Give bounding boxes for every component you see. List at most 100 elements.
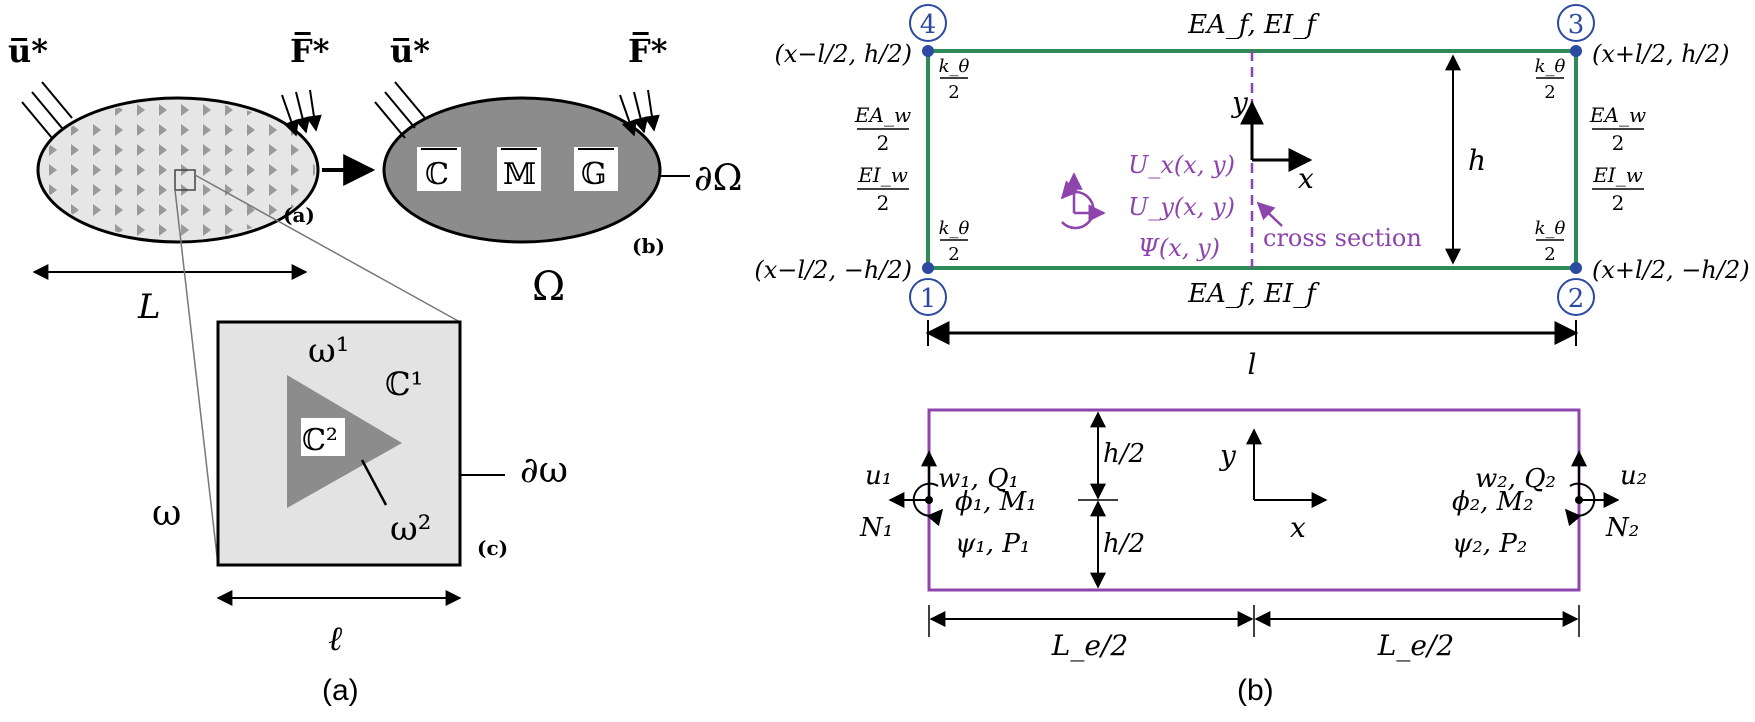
k-theta-num: k_θ xyxy=(939,56,970,77)
EIw-den: 2 xyxy=(877,191,890,215)
displacement-load-left xyxy=(21,81,73,139)
Ux-field: U_x(x, y) xyxy=(1128,151,1235,179)
boundary-Omega-label: ∂Ω xyxy=(694,158,742,199)
label-c-inner: (c) xyxy=(477,536,508,560)
h-half-bottom-label: h/2 xyxy=(1103,529,1145,559)
EAw-num: EA_w xyxy=(854,103,911,127)
omega2-label: ω² xyxy=(390,509,431,549)
panel-b-bottom: w₁, Q₁ u₁ N₁ ϕ₁, M₁ ψ₁, P₁ h/2 h/2 y x w… xyxy=(859,408,1647,662)
Uy-field: U_y(x, y) xyxy=(1128,193,1235,221)
psi1-P1-label: ψ₁, P₁ xyxy=(955,529,1030,559)
C1-label: ℂ¹ xyxy=(385,365,423,403)
psi2-P2-label: ψ₂, P₂ xyxy=(1452,529,1527,559)
k-theta-den: 2 xyxy=(948,82,959,103)
y-label-top: y xyxy=(1230,86,1249,119)
label-a-inner: (a) xyxy=(283,203,315,227)
homogenized-body: ℂ 𝕄 𝔾 xyxy=(382,96,662,244)
k-theta-den: 2 xyxy=(1544,244,1555,265)
k-theta-num: k_θ xyxy=(1535,56,1566,77)
panel-a: u̅* F̅* (a) ℂ 𝕄 𝔾 u̅* xyxy=(8,32,742,707)
coord-node-4: (x−l/2, h/2) xyxy=(775,40,912,68)
effective-stiffness-G: 𝔾 xyxy=(581,157,607,192)
k-theta-num: k_θ xyxy=(1535,218,1566,239)
dof-symbol xyxy=(1060,172,1106,230)
u2-label: u₂ xyxy=(1620,461,1647,491)
node-1-label: 1 xyxy=(920,284,937,314)
w1-Q1-label: w₁, Q₁ xyxy=(938,464,1019,494)
k-theta-den: 2 xyxy=(948,244,959,265)
EAw-num: EA_w xyxy=(1589,103,1646,127)
node-2-label: 2 xyxy=(1568,284,1585,314)
panel-b-top: 4 3 1 2 (x−l/2, h/2) (x+l/2, h/2) (x−l/2… xyxy=(754,4,1750,316)
w2-Q2-label: w₂, Q₂ xyxy=(1475,464,1556,494)
displacement-load-right xyxy=(374,81,426,139)
k-theta-den: 2 xyxy=(1544,82,1555,103)
f-star-left: F̅* xyxy=(290,32,330,70)
zoom-line-left xyxy=(174,189,219,566)
h-half-top-label: h/2 xyxy=(1103,439,1145,469)
cross-section-label: cross section xyxy=(1263,224,1422,252)
f-star-right: F̅* xyxy=(628,32,668,70)
u-star-right: u̅* xyxy=(390,32,430,70)
node-4-label: 4 xyxy=(920,10,937,40)
boundary-omega-label: ∂ω xyxy=(520,450,568,491)
rve-marker xyxy=(174,169,196,191)
l-label: l xyxy=(1248,348,1257,381)
node-3-label: 3 xyxy=(1568,10,1585,40)
flange-bottom-stiffness: EA_f, EI_f xyxy=(1187,279,1320,309)
k-theta-num: k_θ xyxy=(939,218,970,239)
y-label-bottom: y xyxy=(1218,439,1237,472)
EIw-den: 2 xyxy=(1612,191,1625,215)
unit-cell: ℂ² ω¹ ℂ¹ ω² ∂ω ω (c) xyxy=(152,320,568,567)
Psi-field: Ψ(x, y) xyxy=(1138,234,1220,262)
coord-node-1: (x−l/2, −h/2) xyxy=(754,256,912,284)
cross-section-pointer xyxy=(1256,201,1283,227)
node-2-dot xyxy=(1570,262,1582,274)
caption-b: (b) xyxy=(1237,674,1274,707)
N2-label: N₂ xyxy=(1605,513,1639,543)
EAw-den: 2 xyxy=(1612,131,1625,155)
node-1-dot xyxy=(922,262,934,274)
flange-top-stiffness: EA_f, EI_f xyxy=(1187,10,1320,40)
label-b-inner: (b) xyxy=(632,234,665,258)
left-node-dofs xyxy=(888,450,944,527)
effective-stiffness-M: 𝕄 xyxy=(503,157,536,192)
C2-label: ℂ² xyxy=(302,423,338,458)
x-label-bottom: x xyxy=(1290,511,1306,544)
phi1-M1-label: ϕ₁, M₁ xyxy=(955,487,1037,517)
Omega-label: Ω xyxy=(532,264,565,310)
heterogeneous-body xyxy=(36,96,320,244)
h-label: h xyxy=(1468,144,1486,177)
L-label: L xyxy=(137,287,161,327)
N1-label: N₁ xyxy=(859,513,893,543)
node-4-dot xyxy=(922,45,934,57)
spring-k-bottom-right: k_θ 2 xyxy=(1535,218,1566,265)
coord-node-3: (x+l/2, h/2) xyxy=(1592,40,1729,68)
coord-node-2: (x+l/2, −h/2) xyxy=(1592,256,1750,284)
force-load-left xyxy=(281,89,322,137)
u1-label: u₁ xyxy=(865,461,892,491)
omega1-label: ω¹ xyxy=(308,331,349,371)
web-stiffness-right: EA_w 2 EI_w 2 xyxy=(1589,103,1646,215)
force-load-right xyxy=(619,89,660,137)
x-label-top: x xyxy=(1298,162,1314,195)
effective-stiffness-C: ℂ xyxy=(425,157,449,192)
EIw-num: EI_w xyxy=(857,163,908,187)
zoom-line-right xyxy=(194,174,461,323)
phi2-M2-label: ϕ₂, M₂ xyxy=(1452,487,1534,517)
omega-label: ω xyxy=(152,493,181,534)
EAw-den: 2 xyxy=(877,131,890,155)
EIw-num: EI_w xyxy=(1592,163,1643,187)
Le-half-left-label: L_e/2 xyxy=(1051,629,1128,662)
spring-k-top-right: k_θ 2 xyxy=(1535,56,1566,103)
Le-half-right-label: L_e/2 xyxy=(1377,629,1454,662)
right-node-dofs xyxy=(1564,450,1620,527)
caption-a: (a) xyxy=(322,674,359,707)
ell-label: ℓ xyxy=(328,619,342,659)
spring-k-top-left: k_θ 2 xyxy=(939,56,970,103)
web-stiffness-left: EA_w 2 EI_w 2 xyxy=(854,103,911,215)
u-star-left: u̅* xyxy=(8,32,48,70)
node-3-dot xyxy=(1570,45,1582,57)
spring-k-bottom-left: k_θ 2 xyxy=(939,218,970,265)
